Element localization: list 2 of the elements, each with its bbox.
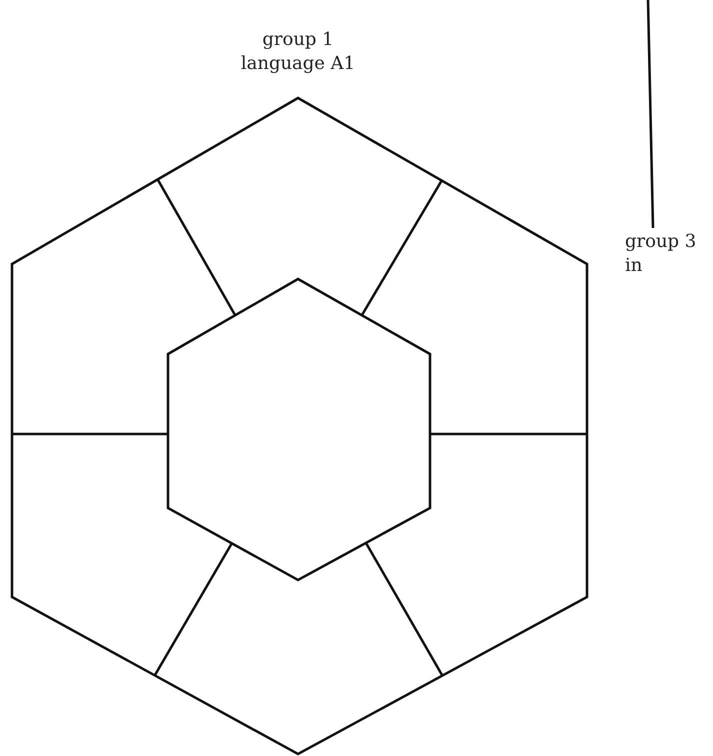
section-label: group 1 language A1 — [240, 28, 356, 76]
section-label: group 3 in — [625, 230, 698, 278]
